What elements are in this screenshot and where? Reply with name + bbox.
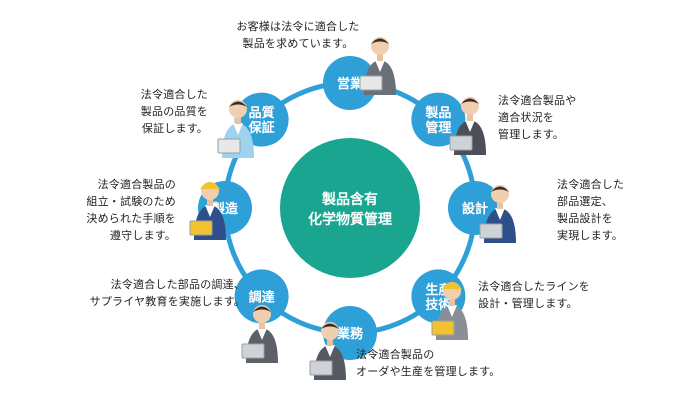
person-neck-quality xyxy=(235,117,241,124)
description-product-mgmt: 法令適合製品や 適合状況を 管理します。 xyxy=(498,94,577,141)
node-label-quality-1: 品質 xyxy=(249,105,275,121)
person-collar-production-tech xyxy=(447,305,457,317)
person-collar-quality xyxy=(233,123,243,135)
description-operations: 法令適合製品の オーダや生産を管理します。 xyxy=(356,348,501,378)
person-operations xyxy=(309,322,346,380)
node-circle-product-mgmt xyxy=(411,92,466,147)
node-label-product-mgmt-1: 製品 xyxy=(424,105,451,121)
hair-quality xyxy=(229,101,247,107)
prop-manufacturing xyxy=(189,220,213,236)
description-sales: お客様は法令に適合した 製品を求めています。 xyxy=(236,20,360,50)
description-procurement: 法令適合した部品の調達、 サプライヤ教育を実施します。 xyxy=(89,278,245,308)
helmet-manufacturing xyxy=(200,182,220,189)
person-design xyxy=(479,185,516,243)
hair-operations xyxy=(321,323,339,329)
person-collar-operations xyxy=(325,345,335,357)
node-circle-operations xyxy=(323,306,377,360)
hair-product-mgmt xyxy=(461,98,479,104)
person-sales xyxy=(359,37,396,95)
person-product-mgmt xyxy=(449,97,486,155)
prop-production-tech xyxy=(431,320,455,336)
center-label-line1: 製品含有 xyxy=(321,191,378,208)
person-manufacturing xyxy=(189,182,226,240)
person-neck-operations xyxy=(327,339,333,346)
helmet-production-tech xyxy=(442,282,462,289)
description-design: 法令適合した 部品選定、 製品設計を 実現します。 xyxy=(557,178,625,242)
description-quality: 法令適合した 製品の品質を 保証します。 xyxy=(140,88,208,135)
people-layer xyxy=(189,37,516,380)
person-neck-manufacturing xyxy=(207,199,213,206)
person-neck-product-mgmt xyxy=(467,114,473,121)
node-circle-sales xyxy=(323,56,377,110)
node-label-sales-1: 営業 xyxy=(337,76,364,92)
prop-design xyxy=(479,223,503,239)
node-operations: 業務 xyxy=(323,306,377,360)
hair-procurement xyxy=(253,306,271,312)
prop-quality xyxy=(217,138,241,154)
hair-design xyxy=(491,186,509,192)
node-procurement: 調達 xyxy=(234,269,289,324)
node-sales: 営業 xyxy=(323,56,377,110)
prop-sales xyxy=(359,75,383,91)
person-collar-design xyxy=(495,208,505,220)
node-label-quality-2: 保証 xyxy=(248,120,275,136)
person-collar-manufacturing xyxy=(205,205,215,217)
person-neck-design xyxy=(497,202,503,209)
person-collar-product-mgmt xyxy=(465,120,475,132)
person-production-tech xyxy=(431,282,468,340)
person-procurement xyxy=(241,305,278,363)
description-manufacturing: 法令適合製品の 組立・試験のため 決められた手順を 遵守します。 xyxy=(86,178,176,242)
prop-operations xyxy=(309,360,333,376)
prop-procurement xyxy=(241,343,265,359)
person-quality xyxy=(217,100,254,158)
node-circle-procurement xyxy=(234,269,289,324)
person-collar-procurement xyxy=(257,328,267,340)
person-neck-production-tech xyxy=(449,299,455,306)
center-label-line2: 化学物質管理 xyxy=(308,211,392,228)
person-neck-procurement xyxy=(259,322,265,329)
node-label-product-mgmt-2: 管理 xyxy=(425,120,451,136)
node-label-design-1: 設計 xyxy=(462,201,488,217)
hair-sales xyxy=(371,38,389,44)
prop-product-mgmt xyxy=(449,135,473,151)
person-collar-sales xyxy=(375,60,385,72)
person-neck-sales xyxy=(377,54,383,61)
description-production-tech: 法令適合したラインを 設計・管理します。 xyxy=(478,280,590,310)
node-label-operations-1: 業務 xyxy=(336,326,364,342)
node-label-procurement-1: 調達 xyxy=(249,289,275,305)
center-circle xyxy=(280,138,420,278)
